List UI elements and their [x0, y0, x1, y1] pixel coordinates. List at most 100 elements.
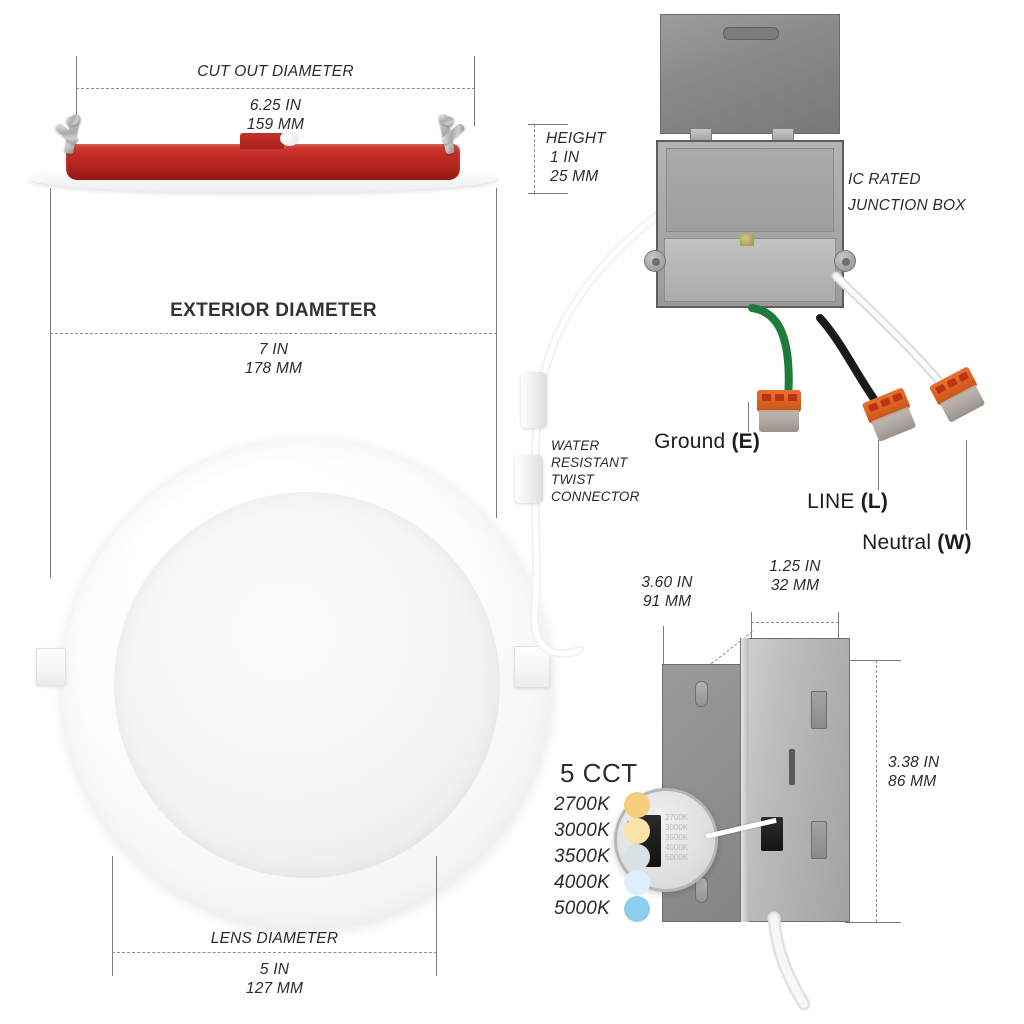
ground-wire-code: (E): [731, 430, 761, 453]
twist-connector-label-line2: RESISTANT: [551, 455, 628, 470]
ground-wire-name: Ground: [654, 430, 726, 453]
ground-leader-line: [748, 402, 749, 432]
height-bottom-cap: [528, 193, 568, 194]
twist-connector-label-line3: TWIST: [551, 472, 594, 487]
junction-box-wires: [748, 271, 945, 406]
wire-connector-ground: [757, 390, 801, 432]
ground-wire-label: Ground (E): [630, 406, 760, 478]
exterior-diameter-label: EXTERIOR DIAMETER: [170, 300, 377, 321]
lens-diameter-inches: 5 IN: [259, 961, 290, 978]
cutout-left-extension: [76, 56, 77, 126]
exterior-dimension-line: [50, 333, 497, 334]
ground-screw: [740, 234, 754, 246]
fixture-side-view: [28, 113, 498, 202]
junction-box-label-line2: JUNCTION BOX: [848, 197, 966, 214]
line-wire-label: LINE (L): [783, 466, 888, 538]
lens-diameter-mm: 127 MM: [245, 980, 304, 997]
junction-box-body: [656, 140, 844, 308]
cct-swatch-4000k: [624, 870, 650, 896]
clip-tab-left: [36, 648, 66, 686]
jbox-height-bottom-cap: [845, 922, 901, 923]
junction-box-power-cable: [767, 911, 811, 1011]
junction-box-clip-upper: [811, 691, 827, 729]
junction-box-lid: [660, 14, 840, 134]
cutout-diameter-mm: 159 MM: [246, 116, 305, 133]
cct-option-3500k: 3500K: [554, 846, 610, 868]
jbox-width-inches: 1.25 IN: [769, 558, 821, 575]
jbox-width-right-extension: [838, 612, 839, 652]
cutout-diameter-label: CUT OUT DIAMETER: [197, 63, 354, 80]
cutout-diameter-inches: 6.25 IN: [249, 97, 302, 114]
junction-box-vent-slot: [789, 749, 795, 785]
twist-connector-label-line1: WATER: [551, 438, 600, 453]
exterior-right-extension: [496, 188, 497, 518]
height-top-cap: [528, 124, 568, 125]
height-dimension-line: [534, 124, 535, 193]
exterior-left-extension: [50, 188, 51, 578]
junction-box-front-panel: [744, 638, 850, 922]
lens-left-extension: [112, 856, 113, 976]
downlight-lens: [114, 492, 500, 878]
jbox-width-dimension-line: [751, 622, 839, 623]
line-leader-line: [878, 440, 879, 490]
cct-swatch-2700k: [624, 792, 650, 818]
mounting-ear-left: [644, 250, 666, 272]
neutral-wire-name: Neutral: [862, 531, 932, 554]
junction-box-shelf: [664, 238, 836, 302]
junction-box-front-edge: [740, 638, 749, 922]
junction-box-side-view: 2700K 3000K 3500K 4000K 5000K: [614, 638, 858, 938]
spring-clip-left: [52, 113, 98, 166]
cutout-right-extension: [474, 56, 475, 126]
jbox-width-mm: 32 MM: [770, 577, 820, 594]
exterior-diameter-mm: 178 MM: [244, 360, 303, 377]
jbox-depth-extension: [663, 626, 664, 700]
neutral-wire-code: (W): [937, 531, 972, 554]
cct-label-3000k: 3000K: [554, 820, 610, 841]
junction-box-mount-tab-top: [695, 681, 708, 707]
jbox-height-dimension-line: [876, 660, 877, 922]
downlight-face-view: [36, 440, 552, 930]
cct-selector-switch[interactable]: [761, 817, 783, 851]
twist-connector-upper: [521, 372, 547, 428]
junction-box-interior: [666, 148, 834, 232]
fixture-center-boss: [240, 133, 284, 149]
neutral-wire-label: Neutral (W): [838, 507, 972, 579]
cct-option-5000k: 5000K: [554, 898, 610, 920]
neutral-leader-line: [966, 440, 967, 530]
cct-label-5000k: 5000K: [554, 898, 610, 919]
fixture-white-nub: [280, 131, 299, 146]
lens-diameter-label: LENS DIAMETER: [210, 930, 339, 947]
lens-right-extension: [436, 856, 437, 976]
spring-clip-right: [426, 113, 472, 166]
jbox-height-mm: 86 MM: [888, 773, 937, 790]
cct-swatch-3500k: [624, 844, 650, 870]
jbox-depth-inches: 3.60 IN: [641, 574, 693, 591]
cct-option-2700k: 2700K: [554, 794, 610, 816]
cct-label-4000k: 4000K: [554, 872, 610, 893]
cutout-dimension-line: [76, 88, 475, 89]
exterior-diameter-inches: 7 IN: [258, 341, 289, 358]
cct-label-3500k: 3500K: [554, 846, 610, 867]
jbox-height-inches: 3.38 IN: [888, 754, 940, 771]
height-inches: 1 IN: [550, 149, 580, 166]
cct-swatch-3000k: [624, 818, 650, 844]
line-wire-code: (L): [860, 490, 889, 513]
height-label: HEIGHT: [546, 130, 606, 147]
cct-title: 5 CCT: [560, 758, 638, 788]
junction-box-clip-lower: [811, 821, 827, 859]
cct-option-3000k: 3000K: [554, 820, 610, 842]
height-mm: 25 MM: [550, 168, 599, 185]
lens-dimension-line: [112, 952, 437, 953]
cct-swatch-5000k: [624, 896, 650, 922]
magnified-switch-legend: 2700K 3000K 3500K 4000K 5000K: [665, 813, 689, 862]
line-wire-name: LINE: [807, 490, 855, 513]
twist-connector-label-line4: CONNECTOR: [551, 489, 640, 504]
mounting-ear-right: [834, 250, 856, 272]
jbox-depth-mm: 91 MM: [642, 593, 692, 610]
cct-label-2700k: 2700K: [554, 794, 610, 815]
clip-tab-right: [514, 646, 550, 688]
junction-box-label-line1: IC RATED: [848, 171, 921, 188]
jbox-width-left-extension: [751, 612, 752, 652]
cct-option-4000k: 4000K: [554, 872, 610, 894]
